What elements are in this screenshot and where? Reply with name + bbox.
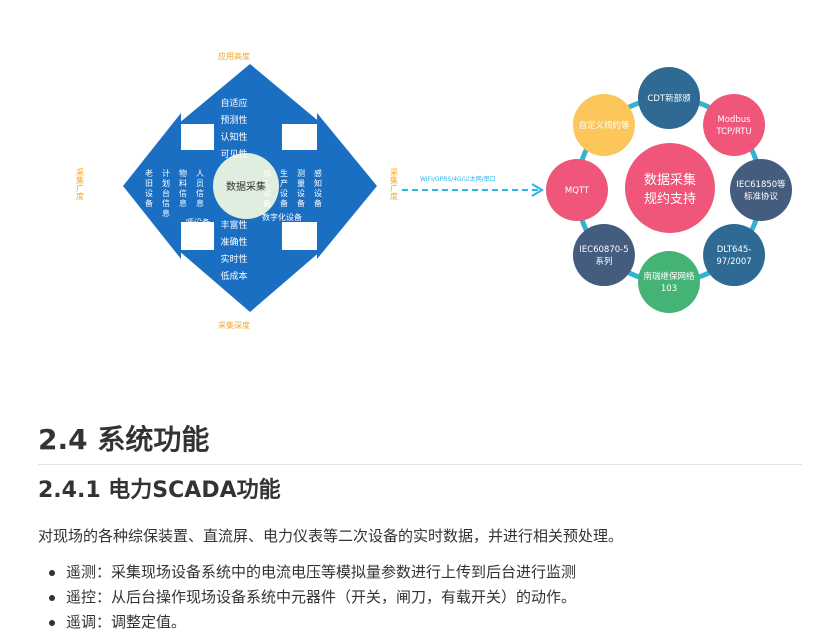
down-item-label: 低成本: [220, 270, 247, 282]
left-column-char: 划: [162, 178, 170, 188]
center-label: 数据采集: [226, 180, 266, 193]
protocol-node: [638, 67, 700, 129]
protocol-node-label: 103: [661, 284, 677, 294]
up-item-label: 认知性: [220, 131, 247, 143]
left-column-char: 员: [196, 179, 204, 188]
top-axis-label: 应用高度: [218, 51, 250, 61]
up-item-label: 自适应: [220, 97, 247, 109]
left-column-char: 信: [162, 198, 170, 208]
subsection-title: 2.4.1 电力SCADA功能: [38, 478, 281, 503]
right-column-char: 备: [280, 198, 288, 208]
protocol-node-label: 南瑞继保网络: [643, 271, 695, 282]
right-column-char: 感: [314, 168, 322, 178]
right-column-char: 生: [280, 168, 288, 178]
right-column-char: 产: [280, 178, 288, 188]
left-column-char: 息: [179, 198, 187, 208]
right-column-char: 设: [280, 188, 288, 198]
left-column-char: 息: [162, 208, 170, 218]
function-list: 遥测：采集现场设备系统中的电流电压等模拟量参数进行上传到后台进行监测 遥控：从后…: [38, 560, 576, 635]
list-item: 遥调：调整定值。: [38, 610, 576, 635]
link-arrow-head: [531, 183, 544, 197]
down-item-label: 丰富性: [220, 219, 247, 231]
down-item-label: 准确性: [220, 236, 247, 248]
protocol-node-label: IEC60870-5: [579, 245, 628, 255]
left-column-char: 老: [145, 168, 153, 178]
up-item-label: 可见性: [220, 148, 247, 160]
left-column-char: 信: [179, 188, 187, 198]
protocol-node-label: 97/2007: [716, 257, 751, 267]
protocol-node: [730, 159, 792, 221]
left-column-char: 计: [162, 168, 170, 178]
center-circle: [213, 153, 279, 219]
right-column-char: 备: [297, 198, 305, 208]
protocol-node-label: TCP/RTU: [715, 127, 751, 137]
list-item: 遥测：采集现场设备系统中的电流电压等模拟量参数进行上传到后台进行监测: [38, 560, 576, 585]
protocol-node-label: 自定义规约等: [578, 120, 630, 131]
bullet-icon: [49, 620, 55, 626]
protocol-node: [572, 93, 635, 156]
bullet-icon: [49, 595, 55, 601]
right-column-char: 加: [263, 168, 271, 178]
right-footer-label: 数字化设备: [262, 212, 302, 222]
left-footer-label: 哑设备: [186, 217, 210, 227]
right-column-char: 备: [263, 198, 271, 208]
protocol-node: [572, 224, 635, 287]
right-column-char: 设: [263, 188, 271, 198]
protocol-node-label: Modbus: [717, 115, 751, 125]
left-column-char: 人: [196, 169, 204, 178]
protocol-node-label: MQTT: [565, 186, 590, 196]
right-column-char: 测: [297, 169, 305, 178]
left-column-char: 台: [162, 188, 170, 198]
down-item-label: 实时性: [220, 253, 247, 265]
hub-label-line1: 数据采集: [644, 172, 696, 188]
left-column-char: 备: [145, 198, 153, 208]
bullet-icon: [49, 570, 55, 576]
protocol-node-label: 标准协议: [744, 191, 779, 202]
left-column-char: 旧: [145, 179, 153, 188]
section-title: 2.4 系统功能: [38, 420, 802, 465]
protocol-node: [638, 251, 700, 313]
link-label: WIFI/GPRS/4G/以太网/串口: [420, 175, 496, 183]
list-item: 遥控：从后台操作现场设备系统中元器件（开关，闸刀，有载开关）的动作。: [38, 585, 576, 610]
right-column-char: 备: [314, 198, 322, 208]
protocol-node: [703, 224, 766, 287]
protocol-node-label: CDT新部颁: [647, 93, 691, 104]
intro-paragraph: 对现场的各种综保装置、直流屏、电力仪表等二次设备的实时数据，并进行相关预处理。: [38, 527, 624, 545]
left-column-char: 物: [179, 168, 187, 178]
left-column-char: 设: [145, 188, 153, 198]
left-axis-label: 采集广度: [76, 167, 85, 201]
bottom-axis-label: 采集深度: [218, 320, 250, 330]
protocol-node-label: DLT645-: [717, 245, 752, 255]
protocol-node-label: 系列: [595, 256, 612, 267]
right-column-char: 量: [297, 179, 305, 188]
protocol-node-label: IEC61850等: [736, 179, 786, 190]
list-item-text: 遥测：采集现场设备系统中的电流电压等模拟量参数进行上传到后台进行监测: [66, 563, 577, 581]
left-column-char: 息: [196, 198, 204, 208]
list-item-text: 遥调：调整定值。: [66, 613, 187, 631]
protocol-node: [546, 159, 608, 221]
right-column-char: 知: [314, 178, 322, 188]
left-column-char: 料: [179, 178, 187, 188]
protocol-node: [703, 93, 766, 156]
up-item-label: 预测性: [220, 114, 247, 126]
right-column-char: 设: [297, 188, 305, 198]
right-column-char: 工: [263, 179, 271, 188]
right-column-char: 设: [314, 188, 322, 198]
hub-circle: [625, 143, 715, 233]
hub-label-line2: 规约支持: [644, 192, 696, 207]
right-axis-label: 采集广度: [390, 167, 399, 201]
left-column-char: 信: [196, 188, 204, 198]
list-item-text: 遥控：从后台操作现场设备系统中元器件（开关，闸刀，有载开关）的动作。: [66, 588, 577, 606]
